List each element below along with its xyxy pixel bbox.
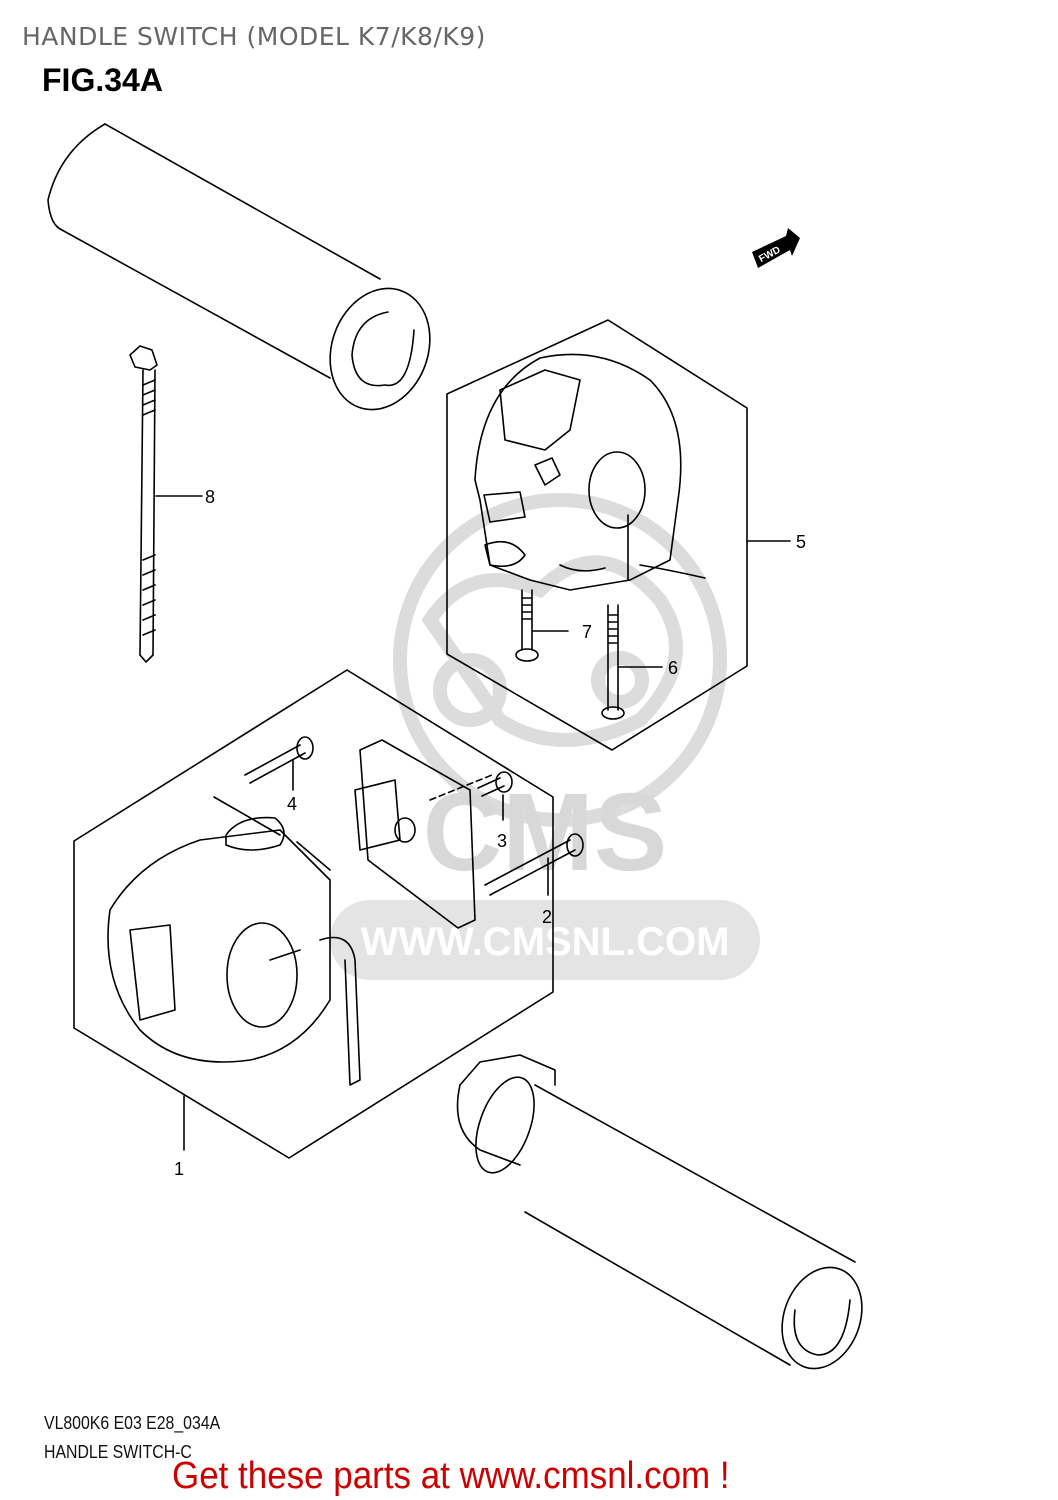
svg-text:CMS: CMS [423,771,667,894]
switch-left-frame [73,669,554,1159]
handle-switch-right [474,353,706,591]
cable-tie [129,345,203,663]
screw-6 [601,604,663,720]
callout-3: 3 [497,831,507,851]
handle-switch-left [107,816,361,1086]
callout-5: 5 [796,532,806,552]
diagram-code: VL800K6 E03 E28_034A [44,1413,221,1433]
forward-direction-badge: FWD [752,228,800,268]
callout-7: 7 [582,622,592,642]
svg-text:WWW.CMSNL.COM: WWW.CMSNL.COM [361,920,730,964]
figure-number: FIG.34A [42,62,163,98]
screw-4 [244,736,314,791]
diagram-title: HANDLE SWITCH (MODEL K7/K8/K9) [22,22,486,51]
svg-text:FWD: FWD [757,245,782,265]
callout-2: 2 [542,907,552,927]
screw-2 [484,833,584,896]
grip-left [47,123,431,411]
screw-3 [477,771,513,821]
callout-1: 1 [174,1159,184,1179]
throttle-grip [456,1054,863,1370]
callout-6: 6 [668,658,678,678]
switch-bracket [354,739,493,929]
cms-watermark-logo [393,493,727,827]
callout-4: 4 [287,794,297,814]
cms-watermark-badge: CMS WWW.CMSNL.COM [330,771,760,980]
diagram-name: HANDLE SWITCH-C [44,1442,192,1462]
callout-8: 8 [205,487,215,507]
screw-7 [515,589,569,662]
switch-right-frame [446,319,791,751]
promo-link[interactable]: Get these parts at www.cmsnl.com ! [172,1455,730,1497]
